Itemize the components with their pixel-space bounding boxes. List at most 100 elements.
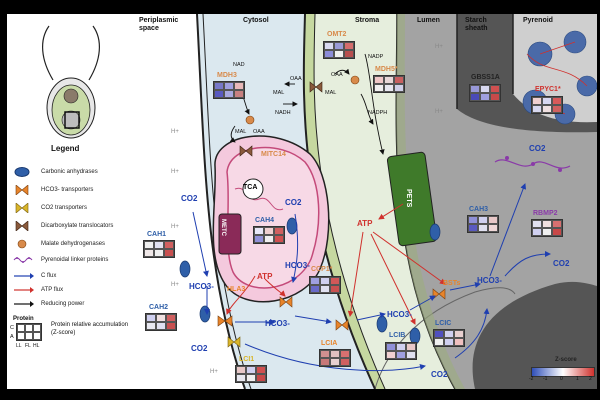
heatmap-cell [374, 84, 384, 92]
protein-label-mdh5: MDH5* [375, 66, 398, 73]
heatmap-cell [344, 50, 354, 58]
heatmap-cah2 [145, 313, 177, 331]
legend-title: Legend [51, 144, 80, 153]
protein-key-col-hl: HL [33, 343, 40, 349]
heatmap-cell [164, 241, 174, 249]
heatmap-cell [234, 82, 244, 90]
legend-item-label: Reducing power [41, 301, 85, 307]
legend-item-label: C flux [41, 273, 57, 279]
heatmap-cell [164, 249, 174, 257]
lcib-enzyme [376, 315, 388, 333]
hco3-label: HCO3- [477, 276, 502, 285]
heatmap-cell [384, 76, 394, 84]
cah1-enzyme [179, 260, 191, 278]
heatmap-cell [256, 366, 266, 374]
heatmap-cell [146, 314, 156, 322]
pets-label: PETS [405, 189, 412, 208]
heatmap-cell [468, 224, 478, 232]
metc-label: METC [220, 219, 226, 236]
transporter-ccp1 [279, 296, 293, 308]
heatmap-cell [324, 50, 334, 58]
blue-arrow-icon [14, 273, 34, 279]
cah3-enzyme [429, 223, 441, 241]
heatmap-cell [154, 241, 164, 249]
purple-linker-icon [13, 257, 33, 263]
co2-label: CO2 [431, 370, 448, 379]
heatmap-cell [144, 249, 154, 257]
heatmap-cell [310, 277, 320, 285]
atp-flux-arrow [226, 275, 256, 315]
heatmap-cell [224, 82, 234, 90]
transporter-bsts [432, 288, 446, 300]
heatmap-cell [488, 224, 498, 232]
pets-complex [386, 151, 438, 247]
heatmap-cell [396, 343, 406, 351]
heatmap-rbmp2 [531, 219, 563, 237]
heatmap-cell [470, 85, 480, 93]
heatmap-cell [386, 343, 396, 351]
c-flux-arrow [294, 315, 332, 325]
co2-label: CO2 [285, 198, 302, 207]
heatmap-epyc1 [531, 96, 563, 114]
heatmap-lcic [433, 329, 465, 347]
nadh-label: NADH [275, 110, 291, 116]
legend-item-malate-dehydrogenases: Malate dehydrogenases [13, 238, 105, 250]
transporter-mitc14 [239, 145, 253, 157]
proton-label: H+ [435, 44, 443, 50]
legend-panel: Legend Carbonic anhydrases HCO3- transpo… [7, 14, 135, 389]
cah2-enzyme [199, 305, 211, 323]
legend-item-pyrenoidal-linkers: Pyrenoidal linker proteins [13, 254, 108, 266]
mal-label-mito: MAL [235, 129, 247, 135]
hco3-label: HCO3- [387, 310, 412, 319]
heatmap-cell [374, 76, 384, 84]
legend-item-label: Protein relative accumulation (Z-score) [51, 322, 129, 336]
zscore-tick: -2 [529, 376, 534, 382]
region-stroma: Stroma [355, 17, 380, 24]
figure-canvas: Legend Carbonic anhydrases HCO3- transpo… [7, 14, 597, 389]
mal-label-cyto: MAL [273, 90, 285, 96]
heatmap-cell [310, 285, 320, 293]
protein-label-cah3: CAH3 [469, 206, 489, 213]
heatmap-cell [154, 249, 164, 257]
heatmap-cah1 [143, 240, 175, 258]
heatmap-cell [532, 220, 542, 228]
nad-label: NAD [233, 62, 245, 68]
heatmap-cell [488, 216, 498, 224]
hco3-label: HCO3- [189, 282, 214, 291]
heatmap-cell [156, 314, 166, 322]
protein-label-mdh3: MDH3 [217, 72, 237, 79]
cell-schematic-icon [42, 25, 100, 139]
orange-circle-icon [17, 239, 27, 249]
protein-label-cah1: CAH1 [147, 231, 167, 238]
heatmap-cell [542, 97, 552, 105]
mal-label-stroma: MAL [325, 90, 337, 96]
mdh3-enzyme [245, 115, 255, 125]
heatmap-cell [532, 105, 542, 113]
heatmap-cell [246, 374, 256, 382]
proton-label: H+ [171, 129, 179, 135]
zscore-tick: -1 [543, 376, 548, 382]
red-arrow-icon [14, 287, 34, 293]
atp-label-mito: ATP [257, 272, 273, 281]
heatmap-cell [394, 76, 404, 84]
heatmap-cell [254, 235, 264, 243]
legend-item-dicarboxylate-translocators: Dicarboxylate translocators [13, 220, 113, 232]
protein-label-gbss1a: GBSS1A [471, 74, 500, 81]
heatmap-cell [406, 351, 416, 359]
co2-label: CO2 [553, 259, 570, 268]
heatmap-cell [542, 228, 552, 236]
heatmap-ccp1 [309, 276, 341, 294]
atp-flux-arrow [378, 203, 404, 220]
heatmap-omt2 [323, 41, 355, 59]
legend-item-carbonic-anhydrases: Carbonic anhydrases [13, 166, 98, 178]
heatmap-cell [386, 351, 396, 359]
heatmap-cell [552, 97, 562, 105]
heatmap-cell [246, 366, 256, 374]
heatmap-cell [156, 322, 166, 330]
heatmap-cell [320, 277, 330, 285]
heatmap-cell [340, 358, 350, 366]
heatmap-cell [434, 338, 444, 346]
heatmap-cell [552, 220, 562, 228]
heatmap-lci1 [235, 365, 267, 383]
heatmap-cell [384, 84, 394, 92]
